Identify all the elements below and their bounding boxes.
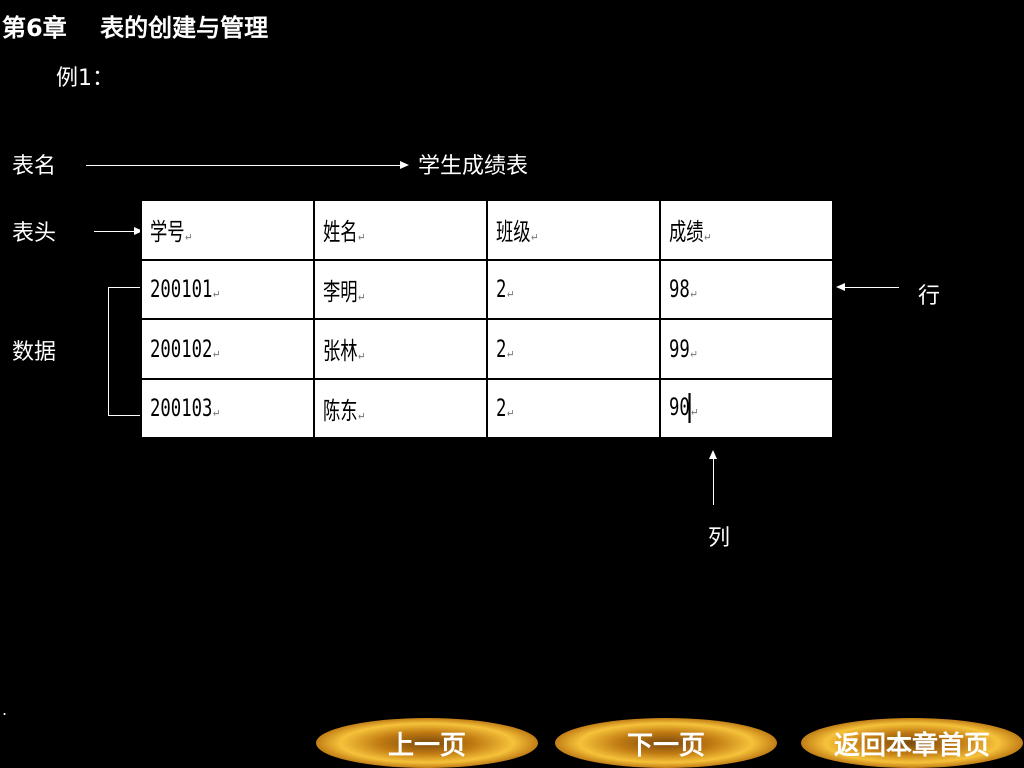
table-cell[interactable]: 2↵ <box>486 377 661 439</box>
table-cell[interactable]: 2↵ <box>486 318 661 380</box>
label-row: 行 <box>918 284 941 309</box>
table-cell[interactable]: 200102↵ <box>140 318 315 380</box>
table-name-arrow-line <box>86 165 400 166</box>
example-label: 例1： <box>56 66 114 91</box>
table-cell[interactable]: 张林↵ <box>313 318 488 380</box>
column-arrow-head <box>709 450 717 459</box>
table-cell[interactable]: 李明↵ <box>313 258 488 320</box>
next-page-button[interactable]: 下一页 <box>555 718 777 768</box>
table-cell[interactable]: 200101↵ <box>140 258 315 320</box>
table-row: 200103↵ 陈东↵ 2↵ 90↵ <box>140 377 834 439</box>
table-name-arrow-head <box>400 161 409 169</box>
column-arrow-line <box>713 459 714 505</box>
table-cell[interactable]: 200103↵ <box>140 377 315 439</box>
text-cursor <box>688 393 691 424</box>
data-bracket-side <box>108 287 109 416</box>
header-cell[interactable]: 姓名↵ <box>313 199 488 261</box>
header-cell[interactable]: 班级↵ <box>486 199 661 261</box>
table-header-arrow-line <box>94 231 134 232</box>
label-column: 列 <box>708 526 731 551</box>
student-grade-table: 学号↵ 姓名↵ 班级↵ 成绩↵ 200101↵ 李明↵ 2↵ 98↵ 20010… <box>140 199 834 439</box>
table-header-row: 学号↵ 姓名↵ 班级↵ 成绩↵ <box>140 199 834 261</box>
data-bracket-bottom <box>108 415 140 416</box>
table-name-value: 学生成绩表 <box>418 154 529 179</box>
table-row: 200102↵ 张林↵ 2↵ 99↵ <box>140 318 834 380</box>
chapter-home-button[interactable]: 返回本章首页 <box>801 718 1023 768</box>
prev-page-button[interactable]: 上一页 <box>316 718 538 768</box>
table-cell[interactable]: 陈东↵ <box>313 377 488 439</box>
label-table-header: 表头 <box>12 221 57 246</box>
table-cell[interactable]: 99↵ <box>659 318 834 380</box>
label-data: 数据 <box>12 340 57 365</box>
label-table-name: 表名 <box>12 154 57 179</box>
table-header-arrow-head <box>134 227 143 235</box>
table-row: 200101↵ 李明↵ 2↵ 98↵ <box>140 258 834 320</box>
row-arrow-line <box>845 287 899 288</box>
stray-dot: . <box>2 700 8 719</box>
table-cell[interactable]: 98↵ <box>659 258 834 320</box>
table-cell[interactable]: 90↵ <box>659 377 834 439</box>
header-cell[interactable]: 成绩↵ <box>659 199 834 261</box>
page-title: 第6章 表的创建与管理 <box>2 14 269 42</box>
data-bracket-top <box>108 287 140 288</box>
table-cell[interactable]: 2↵ <box>486 258 661 320</box>
header-cell[interactable]: 学号↵ <box>140 199 315 261</box>
row-arrow-head <box>836 283 845 291</box>
